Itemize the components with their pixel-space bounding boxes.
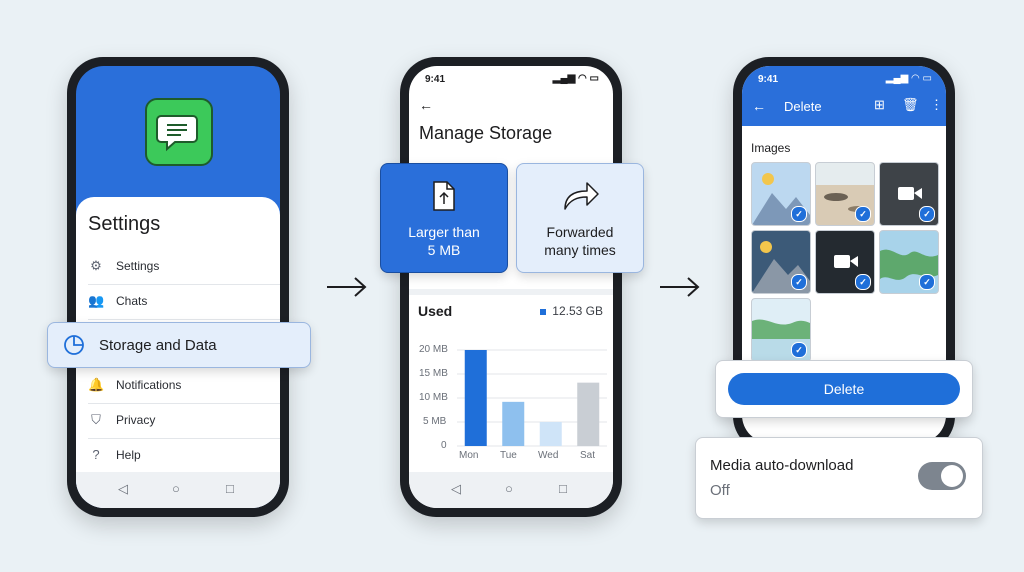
used-total-value: 12.53 GB	[552, 304, 603, 318]
selected-check-icon: ✓	[919, 206, 935, 222]
phone-settings: Settings ⚙ Settings 👥 Chats 🔔 Notificati…	[67, 57, 289, 517]
recents-nav-icon[interactable]: □	[226, 481, 234, 496]
manage-storage-screen: 9:41 ▂▄▆ ◠ ▭ ← Manage Storage Used 12.53…	[409, 66, 613, 508]
home-nav-icon[interactable]: ○	[505, 481, 513, 496]
settings-screen: Settings ⚙ Settings 👥 Chats 🔔 Notificati…	[76, 66, 280, 508]
card-line-1: Larger than	[408, 224, 480, 240]
selected-check-icon: ✓	[855, 274, 871, 290]
phone-manage-storage: 9:41 ▂▄▆ ◠ ▭ ← Manage Storage Used 12.53…	[400, 57, 622, 517]
people-icon: 👥	[88, 293, 105, 308]
chat-bubble-icon	[156, 115, 198, 152]
beach-image	[816, 163, 874, 212]
selected-check-icon: ✓	[791, 206, 807, 222]
y-tick-label: 0	[441, 440, 447, 451]
card-line-2: many times	[544, 242, 616, 258]
video-camera-icon	[834, 255, 858, 268]
bar-sat	[577, 382, 600, 446]
auto-download-toggle[interactable]	[918, 462, 966, 490]
forwarded-many-times-card[interactable]: Forwarded many times	[516, 163, 644, 273]
flow-arrow-icon	[660, 277, 700, 297]
pie-chart-icon	[64, 335, 84, 355]
selected-check-icon: ✓	[919, 274, 935, 290]
delete-button-card: Delete	[715, 360, 973, 418]
bell-icon: 🔔	[88, 377, 105, 392]
selected-check-icon: ✓	[791, 274, 807, 290]
x-tick-label: Wed	[538, 450, 559, 461]
page-title: Manage Storage	[419, 123, 553, 143]
folder-add-icon[interactable]: ⊞	[874, 97, 885, 112]
selected-check-icon: ✓	[855, 206, 871, 222]
x-tick-label: Sat	[580, 450, 596, 461]
bar-tue	[502, 401, 525, 446]
back-arrow-icon[interactable]: ←	[752, 98, 766, 114]
menu-item-settings[interactable]: ⚙ Settings	[88, 249, 280, 285]
used-label: Used	[418, 303, 453, 319]
menu-item-help[interactable]: ? Help	[88, 438, 280, 473]
media-auto-download-card[interactable]: Media auto-download Off	[695, 437, 983, 519]
bar-wed	[539, 422, 562, 446]
map-image	[880, 249, 938, 280]
x-tick-label: Tue	[500, 450, 517, 461]
status-bar: 9:41 ▂▄▆ ◠ ▭	[409, 66, 613, 92]
image-thumb-beach[interactable]: ✓	[815, 162, 875, 226]
chart-plot	[457, 349, 607, 447]
storage-and-data-label: Storage and Data	[99, 337, 217, 354]
header-title: Delete	[784, 99, 822, 114]
page-title: Settings	[88, 213, 161, 235]
menu-item-privacy[interactable]: ⛉ Privacy	[88, 403, 280, 439]
signal-wifi-battery-icon: ▂▄▆ ◠ ▭	[885, 73, 932, 84]
file-upload-icon	[433, 181, 455, 211]
flow-arrow-icon	[327, 277, 367, 297]
back-nav-icon[interactable]: ◁	[118, 481, 128, 496]
status-time: 9:41	[425, 74, 446, 85]
forward-arrow-icon	[564, 182, 599, 210]
gear-icon: ⚙	[90, 258, 102, 273]
used-total: 12.53 GB	[540, 304, 603, 318]
legend-swatch	[540, 308, 547, 315]
y-tick-label: 15 MB	[419, 368, 448, 379]
trash-icon[interactable]: 🗑	[902, 97, 919, 112]
card-line-1: Forwarded	[546, 224, 614, 240]
x-tick-label: Mon	[459, 450, 479, 461]
more-vert-icon[interactable]: ⋮	[930, 97, 943, 112]
home-nav-icon[interactable]: ○	[172, 481, 180, 496]
back-arrow-icon[interactable]: ←	[419, 97, 433, 113]
back-nav-icon[interactable]: ◁	[451, 481, 461, 496]
y-tick-label: 10 MB	[419, 392, 448, 403]
delete-button[interactable]: Delete	[728, 373, 960, 405]
phone-delete-images: 9:41 ▂▄▆ ◠ ▭ ← Delete ⊞ 🗑 ⋮ Images ✓ ✓ ✓…	[733, 57, 955, 452]
image-thumb-mountain[interactable]: ✓	[751, 162, 811, 226]
storage-and-data-callout[interactable]: Storage and Data	[47, 322, 311, 368]
nav-bar: ◁ ○ □	[409, 472, 613, 508]
menu-item-notifications[interactable]: 🔔 Notifications	[88, 368, 280, 404]
storage-bar-chart: 20 MB 15 MB 10 MB 5 MB 0 Mon Tue Wed Sat	[409, 336, 613, 466]
y-tick-label: 5 MB	[423, 416, 447, 427]
help-icon: ?	[92, 447, 100, 462]
app-header: 9:41 ▂▄▆ ◠ ▭ ← Delete ⊞ 🗑 ⋮	[742, 66, 946, 126]
section-label: Images	[751, 141, 791, 155]
divider	[409, 289, 613, 295]
image-thumb-mountain-dark[interactable]: ✓	[751, 230, 811, 294]
toggle-knob	[941, 465, 963, 487]
setting-title: Media auto-download	[710, 457, 854, 474]
shield-icon: ⛉	[91, 412, 101, 427]
video-thumb[interactable]: ✓	[879, 162, 939, 226]
bar-mon	[464, 350, 487, 446]
y-tick-label: 20 MB	[419, 344, 448, 355]
menu-item-chats[interactable]: 👥 Chats	[88, 284, 280, 320]
setting-value: Off	[710, 482, 730, 499]
card-line-2: 5 MB	[427, 242, 461, 258]
image-thumb-coast[interactable]: ✓	[751, 298, 811, 362]
app-logo	[145, 98, 213, 166]
nav-bar: ◁ ○ □	[76, 472, 280, 508]
status-time: 9:41	[758, 74, 779, 85]
video-camera-icon	[898, 187, 922, 200]
image-thumb-map[interactable]: ✓	[879, 230, 939, 294]
recents-nav-icon[interactable]: □	[559, 481, 567, 496]
signal-wifi-battery-icon: ▂▄▆ ◠ ▭	[552, 73, 599, 84]
larger-than-5mb-card[interactable]: Larger than 5 MB	[380, 163, 508, 273]
video-thumb[interactable]: ✓	[815, 230, 875, 294]
selected-check-icon: ✓	[791, 342, 807, 358]
